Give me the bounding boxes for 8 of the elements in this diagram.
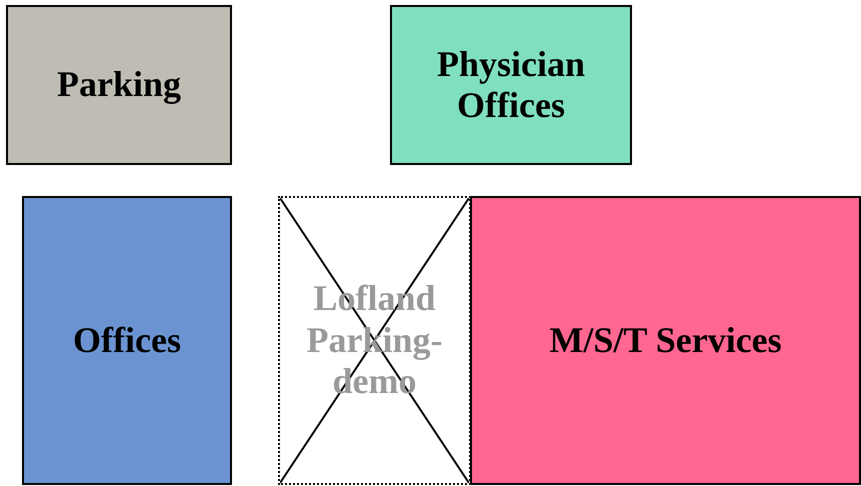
- area-label: Parking: [56, 64, 182, 106]
- area-box: [470, 196, 861, 485]
- area-box: [390, 5, 632, 165]
- area-label: M/S/T Services: [548, 320, 783, 362]
- area-box: [22, 196, 232, 485]
- area-label: Offices: [72, 320, 182, 362]
- area-box: [6, 5, 232, 165]
- area-label: Physician Offices: [436, 44, 586, 126]
